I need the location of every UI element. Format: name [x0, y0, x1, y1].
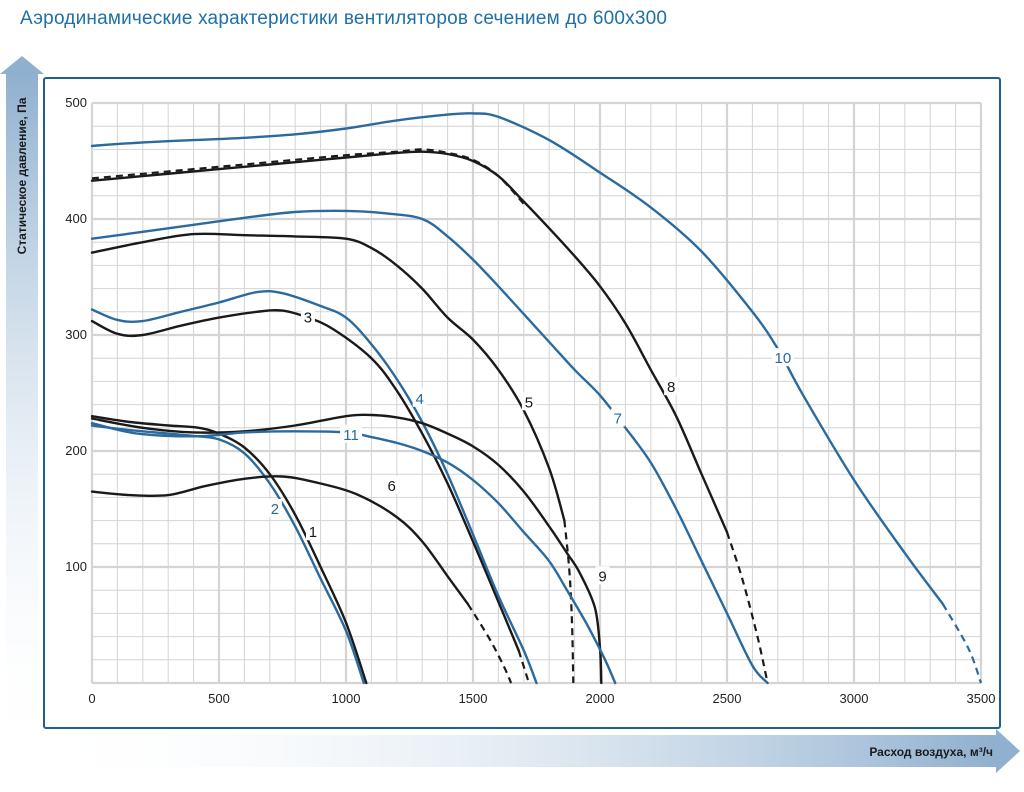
grid [90, 101, 983, 685]
curve-7 [90, 209, 769, 685]
curve-label-11: 11 [343, 427, 359, 444]
x-tick-label: 3000 [840, 691, 869, 706]
curve-label-bg [267, 499, 282, 517]
curve-label-bg [664, 377, 679, 396]
curve-1 [90, 415, 368, 685]
x-tick-label: 1500 [459, 691, 488, 706]
curve-2 [90, 424, 365, 685]
curve-labels: 1 2 3 4 5 6 7 8 9 10 11 [267, 307, 794, 585]
page-title: Аэродинамические характеристики вентилят… [20, 8, 668, 29]
curve-label-2: 2 [271, 501, 279, 518]
curve-label-7: 7 [614, 411, 622, 428]
curve-label-4: 4 [415, 391, 423, 408]
curve-6 [90, 475, 470, 606]
curve-4 [90, 289, 538, 685]
curve-label-9: 9 [598, 568, 606, 585]
curve-label-6: 6 [388, 478, 396, 495]
y-tick-label: 200 [65, 443, 87, 458]
curve-label-bg [340, 424, 363, 443]
curve-label-bg [771, 348, 794, 367]
curve-label-bg [595, 566, 610, 585]
x-tick-label: 1000 [332, 691, 361, 706]
curve-label-8: 8 [667, 379, 675, 396]
curve-label-3: 3 [304, 310, 312, 327]
curves [90, 112, 983, 685]
x-tick-label: 500 [208, 691, 230, 706]
curve-11 [90, 422, 617, 685]
curve-10-dashed [941, 603, 983, 684]
curve-label-bg [300, 307, 315, 326]
y-tick-label: 400 [65, 211, 87, 226]
curve-3-dashed [517, 650, 530, 684]
y-tick-label: 100 [65, 559, 87, 574]
x-tick-label: 0 [88, 691, 95, 706]
curve-3 [90, 309, 520, 652]
curve-label-bg [305, 522, 320, 541]
y-axis-title: Статическое давление, Па [15, 97, 29, 254]
y-tick-label: 300 [65, 327, 87, 342]
curve-5 [90, 232, 566, 522]
curve-label-bg [521, 392, 536, 411]
curve-label-bg [610, 408, 625, 427]
curve-10 [90, 112, 945, 606]
x-axis-arrow [30, 729, 1020, 773]
curve-label-10: 10 [775, 350, 792, 367]
x-tick-label: 2000 [586, 691, 615, 706]
x-tick-label: 2500 [713, 691, 742, 706]
y-axis-arrow [0, 56, 44, 764]
curve-label-1: 1 [309, 524, 317, 541]
curve-label-bg [412, 388, 427, 407]
curve-8-dashed-tail [725, 531, 769, 684]
curve-label-bg [384, 475, 399, 494]
curve-6-dashed [466, 603, 513, 684]
curve-8-dashed [91, 148, 525, 205]
x-axis-title: Расход воздуха, м³/ч [869, 745, 993, 759]
x-tick-label: 3500 [967, 691, 996, 706]
curve-label-5: 5 [525, 394, 533, 411]
y-tick-label: 500 [65, 95, 87, 110]
